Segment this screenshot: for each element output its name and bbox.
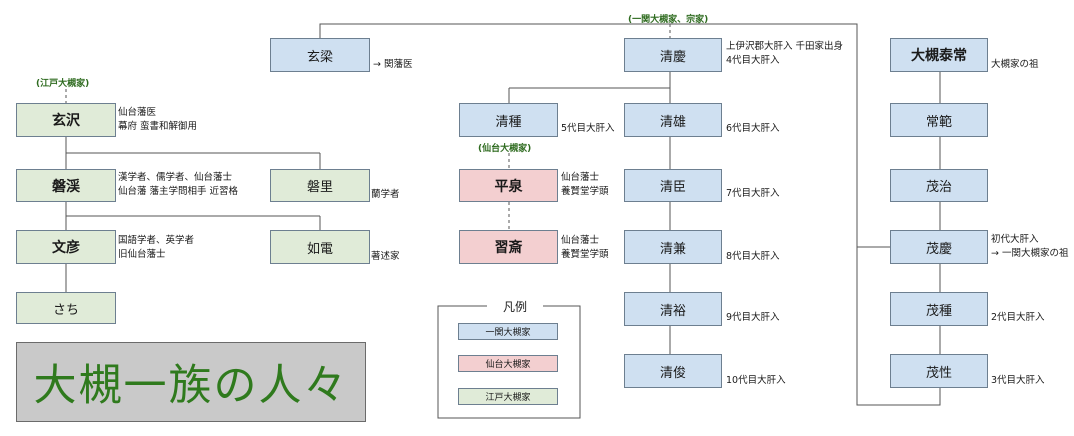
note-seishun: 10代目大肝入 [726, 375, 786, 386]
legend-item-edo: 江戸大槻家 [458, 388, 558, 405]
node-seikei: 清慶 [624, 38, 722, 72]
node-sachi: さち [16, 292, 116, 324]
note-gentaku: 仙台藩医幕府 蛮書和解御用 [118, 107, 198, 132]
node-gensho: 玄梁 [270, 38, 370, 72]
note-gensho: → 関藩医 [373, 59, 413, 70]
legend-item-ichinoseki: 一関大槻家 [458, 323, 558, 340]
node-nyoden: 如電 [270, 230, 370, 264]
note-banri: 蘭学者 [371, 189, 400, 200]
note-heisen: 仙台藩士養賢堂学頭 [561, 172, 609, 197]
note-mokei: 初代大肝入→ 一関大槻家の祖 [991, 234, 1069, 259]
node-moshu: 茂種 [890, 292, 988, 326]
note-seiken: 8代目大肝入 [726, 251, 780, 262]
node-seishu: 清種 [459, 103, 558, 137]
node-heisen: 平泉 [459, 169, 558, 202]
node-banri: 磐里 [270, 169, 370, 202]
note-nyoden: 著述家 [371, 251, 400, 262]
node-moharu: 茂治 [890, 169, 988, 202]
node-gentaku: 玄沢 [16, 103, 116, 137]
note-seishin: 7代目大肝入 [726, 188, 780, 199]
note-mosei: 3代目大肝入 [991, 375, 1045, 386]
page-title: 大槻一族の人々 [33, 361, 349, 411]
node-seishin: 清臣 [624, 169, 722, 202]
node-fumihiko: 文彦 [16, 230, 116, 264]
legend-item-sendai: 仙台大槻家 [458, 355, 558, 372]
title-banner: 大槻一族の人々 [16, 342, 366, 422]
branch-label-ichinoseki: (一関大槻家、宗家) [628, 15, 709, 25]
node-seiyu2: 清裕 [624, 292, 722, 326]
legend-title: 凡例 [487, 298, 543, 315]
node-shusai: 習斎 [459, 230, 558, 264]
branch-label-edo: (江戸大槻家) [36, 79, 90, 89]
node-taijo: 大槻泰常 [890, 38, 988, 72]
note-seiyu2: 9代目大肝入 [726, 312, 780, 323]
node-seiyu: 清雄 [624, 103, 722, 137]
note-seiyu: 6代目大肝入 [726, 123, 780, 134]
node-jouhan: 常範 [890, 103, 988, 137]
note-bankei: 漢学者、儒学者、仙台藩士仙台藩 藩主学問相手 近習格 [118, 172, 239, 197]
node-seiken: 清兼 [624, 230, 722, 264]
note-moshu: 2代目大肝入 [991, 312, 1045, 323]
node-mosei: 茂性 [890, 354, 988, 388]
note-shusai: 仙台藩士養賢堂学頭 [561, 235, 609, 260]
note-fumihiko: 国語学者、英学者旧仙台藩士 [118, 235, 195, 260]
node-seishun: 清俊 [624, 354, 722, 388]
node-bankei: 磐渓 [16, 169, 116, 202]
note-seishu: 5代目大肝入 [561, 123, 615, 134]
node-mokei: 茂慶 [890, 230, 988, 264]
note-taijo: 大槻家の祖 [991, 59, 1039, 70]
branch-label-sendai: (仙台大槻家) [478, 144, 532, 154]
